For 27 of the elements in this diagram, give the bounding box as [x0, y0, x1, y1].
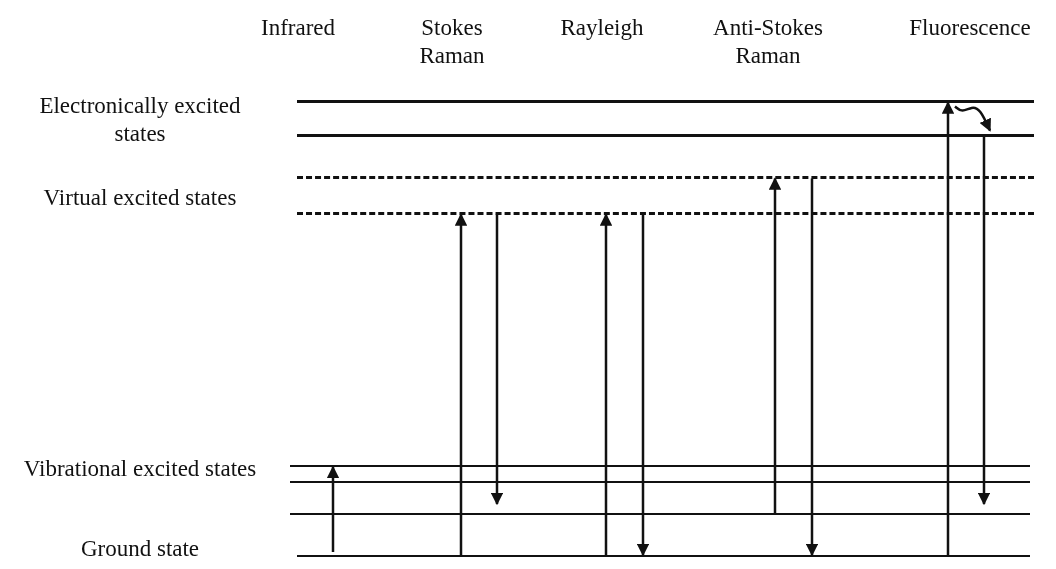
level-label: Electronically excited states [38, 92, 242, 148]
column-heading: Infrared [259, 14, 337, 42]
arrow [454, 213, 468, 555]
column-heading: Rayleigh [559, 14, 645, 42]
arrow [636, 214, 650, 557]
energy-level-line [290, 481, 1030, 483]
energy-level-line [297, 555, 1030, 557]
level-label: Ground state [79, 535, 201, 563]
arrow [768, 177, 782, 513]
arrow [599, 213, 613, 555]
energy-level-line [297, 133, 1034, 137]
energy-level-line [290, 465, 1030, 467]
wavy-arrow [954, 105, 992, 132]
level-label: Virtual excited states [42, 184, 238, 212]
dashed-energy-level-line [297, 175, 1034, 179]
column-heading: Anti-Stokes Raman [712, 14, 824, 70]
energy-level-line [290, 513, 1030, 515]
arrow [490, 214, 504, 506]
energy-level-line [297, 99, 1034, 103]
level-label: Vibrational excited states [22, 455, 258, 483]
column-heading: Stokes Raman [418, 14, 486, 70]
arrow [805, 178, 819, 557]
arrow [326, 465, 340, 552]
arrow [941, 101, 955, 555]
arrow [977, 136, 991, 506]
dashed-energy-level-line [297, 211, 1034, 215]
column-heading: Fluorescence [908, 14, 1032, 42]
